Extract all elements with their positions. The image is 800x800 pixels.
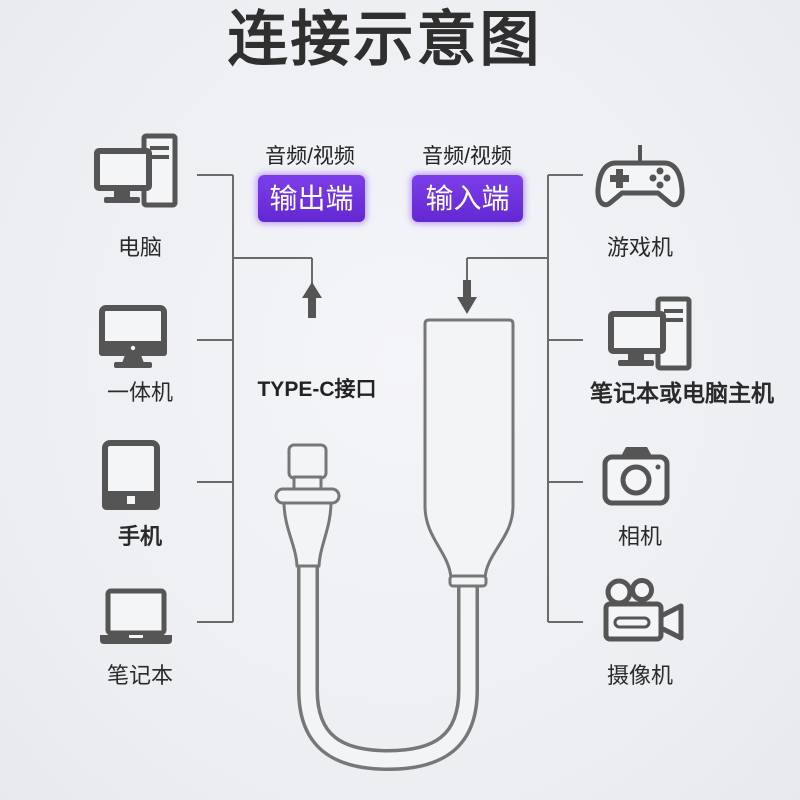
monitor-stand — [628, 354, 644, 361]
type-c-collar — [274, 487, 341, 505]
cable-core — [300, 560, 476, 768]
camera-icon — [602, 447, 670, 506]
adapter-housing — [423, 318, 515, 580]
adapter-collar — [448, 574, 488, 588]
gamepad-button — [649, 174, 657, 182]
laptop-base — [100, 635, 172, 644]
device-label-computer: 电脑 — [117, 235, 162, 260]
screen-base — [114, 362, 152, 368]
type-c-body — [282, 500, 333, 568]
mobile-device-icon — [102, 440, 160, 510]
all-in-one-computer-icon — [99, 305, 167, 368]
video-camera-slot — [613, 616, 651, 629]
down-arrow-icon — [457, 280, 477, 314]
device-label-camera: 相机 — [617, 524, 662, 549]
up-arrow-icon — [302, 282, 322, 318]
tower-bay — [664, 309, 683, 313]
monitor-base — [104, 197, 140, 203]
device-label-game-console: 游戏机 — [606, 235, 673, 260]
camera-lens — [620, 464, 652, 496]
connector-label: TYPE-C接口 — [257, 378, 377, 401]
desktop-computer-icon — [608, 296, 692, 371]
device-label-laptop-or-desktop-host: 笔记本或电脑主机 — [590, 380, 774, 406]
device-label-phone: 手机 — [117, 524, 162, 549]
screen-stand — [122, 355, 144, 363]
gamepad-body — [595, 160, 685, 208]
input-badge: 输入端 — [412, 175, 523, 222]
monitor-base — [618, 360, 654, 366]
down-arrow-head — [457, 297, 477, 314]
video-camera-icon — [603, 578, 684, 642]
device-label-video-camera: 摄像机 — [606, 663, 673, 688]
cable-outline — [297, 560, 479, 772]
dpad-horizontal — [610, 175, 629, 182]
output-caption: 音频/视频 — [265, 145, 355, 168]
tower-bay — [150, 155, 169, 159]
video-camera-lens — [658, 603, 684, 641]
home-button — [127, 496, 135, 504]
film-reel — [630, 578, 654, 602]
device-label-laptop: 笔记本 — [106, 663, 173, 688]
film-reel — [605, 578, 633, 606]
gamepad-button — [656, 181, 664, 189]
desktop-computer-icon — [94, 133, 178, 208]
adapter-body — [423, 318, 515, 588]
down-arrow-shaft — [463, 280, 471, 298]
type-c-tip — [287, 443, 328, 480]
laptop-icon — [100, 588, 172, 644]
monitor-shape — [608, 311, 666, 354]
left-bracket — [197, 174, 313, 623]
laptop-screen — [105, 588, 167, 636]
output-badge: 输出端 — [258, 175, 365, 222]
device-label-all-in-one: 一体机 — [106, 380, 173, 405]
gamepad-button — [663, 174, 671, 182]
laptop-notch — [129, 635, 143, 638]
page-title: 连接示意图 — [227, 6, 543, 73]
tower-bay — [664, 318, 683, 322]
gamepad-button — [656, 167, 664, 175]
tower-bay — [150, 146, 169, 150]
type-c-plug — [274, 443, 341, 568]
monitor-stand — [114, 191, 130, 198]
up-arrow-head — [302, 282, 322, 298]
gamepad-icon — [595, 145, 685, 208]
right-bracket — [466, 174, 583, 623]
input-caption: 音频/视频 — [422, 145, 512, 168]
up-arrow-shaft — [308, 297, 316, 318]
monitor-shape — [94, 148, 152, 191]
chin-dot — [130, 345, 136, 351]
camera-indicator — [655, 464, 661, 470]
